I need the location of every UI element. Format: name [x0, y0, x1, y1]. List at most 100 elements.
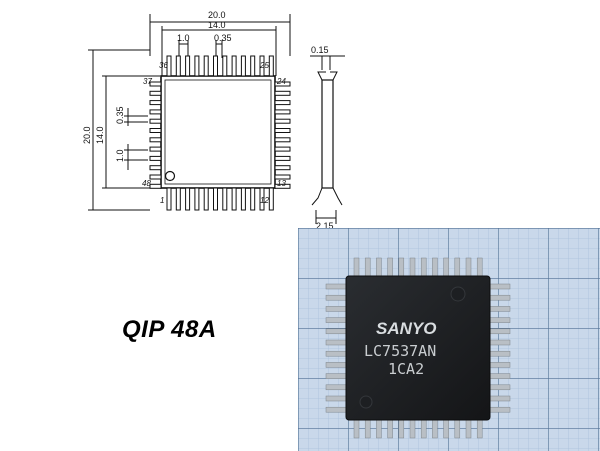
- photo-lead-right: [487, 362, 511, 368]
- dim-label-height: 2.15: [316, 221, 334, 230]
- lead-top: [259, 55, 265, 77]
- dim-label-pitch-side: 1.0: [115, 149, 125, 162]
- lead-right: [274, 155, 291, 161]
- lead-right: [274, 109, 291, 115]
- lead-bottom: [194, 187, 200, 211]
- lead-left: [149, 183, 162, 189]
- photo-lead-right: [487, 406, 511, 413]
- lead-right: [274, 137, 291, 143]
- photo-lead-bottom: [409, 417, 416, 439]
- pin1-marker: [164, 170, 176, 182]
- lead-bottom: [166, 187, 172, 211]
- lead-top: [213, 55, 218, 77]
- package-name: QIP 48A: [122, 316, 217, 343]
- lead-left: [149, 109, 162, 115]
- lead-right: [274, 128, 291, 133]
- photo-lead-left: [325, 350, 349, 357]
- photo-lead-left: [325, 306, 349, 312]
- dim-label-overall: 20.0: [208, 10, 226, 20]
- lead-top: [231, 55, 237, 77]
- photo-lead-left: [325, 395, 349, 402]
- photo-lead-left: [325, 384, 349, 391]
- lead-left: [149, 90, 162, 96]
- dim-label-lead-thickness: 0.15: [311, 45, 329, 55]
- pin-label-37: 37: [143, 77, 152, 86]
- photo-lead-top: [353, 257, 360, 279]
- pin-label-1: 1: [160, 196, 164, 205]
- photo-lead-right: [487, 283, 511, 290]
- photo-lead-right: [487, 339, 511, 346]
- lead-top: [250, 55, 256, 77]
- lead-left: [149, 146, 162, 152]
- pin-label-25: 25: [259, 61, 269, 70]
- chip-lot-code: 1CA2: [388, 360, 424, 378]
- photo-lead-left: [325, 294, 349, 301]
- lead-top: [194, 55, 200, 77]
- photo-lead-left: [325, 362, 349, 368]
- photo-lead-bottom: [364, 417, 371, 439]
- photo-lead-bottom: [387, 417, 393, 439]
- photo-lead-left: [325, 406, 349, 413]
- photo-lead-top: [398, 257, 405, 279]
- lead-right: [274, 118, 291, 124]
- photo-lead-right: [487, 317, 511, 323]
- lead-bottom: [203, 187, 209, 211]
- photo-lead-left: [325, 339, 349, 346]
- photo-lead-right: [487, 384, 511, 391]
- photo-lead-bottom: [432, 417, 438, 439]
- lead-bottom: [185, 187, 191, 211]
- chip-body: [345, 275, 491, 421]
- photo-lead-top: [376, 257, 382, 279]
- lead-left: [149, 155, 162, 161]
- lead-right: [274, 165, 291, 171]
- dim-label-body-side: 14.0: [95, 126, 105, 144]
- lead-bottom: [259, 187, 265, 211]
- photo-lead-left: [325, 317, 349, 323]
- lead-left: [149, 100, 162, 106]
- package-body-outline: [160, 75, 276, 189]
- photo-lead-top: [420, 257, 427, 279]
- photo-lead-top: [387, 257, 393, 279]
- lead-right: [274, 146, 291, 152]
- pin-label-36: 36: [159, 61, 168, 70]
- photo-lead-bottom: [353, 417, 360, 439]
- pin-label-13: 13: [277, 179, 286, 188]
- photo-lead-bottom: [454, 417, 461, 439]
- photo-lead-left: [325, 328, 349, 335]
- photo-lead-top: [443, 257, 449, 279]
- photo-lead-top: [465, 257, 472, 279]
- lead-left: [149, 165, 162, 171]
- lead-top: [240, 55, 246, 77]
- lead-right: [274, 183, 291, 189]
- photo-lead-top: [454, 257, 461, 279]
- lead-right: [274, 100, 291, 106]
- photo-lead-right: [487, 306, 511, 312]
- lead-bottom: [222, 187, 228, 211]
- photo-lead-bottom: [398, 417, 405, 439]
- lead-bottom: [231, 187, 237, 211]
- lead-left: [149, 128, 162, 133]
- lead-top: [268, 55, 274, 77]
- photo-lead-right: [487, 395, 511, 402]
- chip-brand-text: SANYO: [376, 319, 436, 338]
- photo-lead-right: [487, 350, 511, 357]
- dim-label-body: 14.0: [208, 20, 226, 30]
- lead-right: [274, 90, 291, 96]
- lead-right: [274, 174, 291, 180]
- dim-label-pitch: 1.0: [177, 33, 190, 43]
- chip-part-number: LC7537AN: [364, 342, 436, 360]
- photo-lead-top: [409, 257, 416, 279]
- lead-bottom: [250, 187, 256, 211]
- photo-lead-left: [325, 283, 349, 290]
- photo-lead-top: [364, 257, 371, 279]
- dim-label-overall-side: 20.0: [82, 126, 92, 144]
- photo-lead-right: [487, 328, 511, 335]
- chip-pin1-dimple: [359, 395, 373, 409]
- pin-label-12: 12: [260, 196, 269, 205]
- lead-left: [149, 81, 162, 87]
- lead-bottom: [268, 187, 274, 211]
- lead-left: [149, 118, 162, 124]
- photo-lead-right: [487, 294, 511, 301]
- photo-lead-bottom: [465, 417, 472, 439]
- photo-lead-bottom: [376, 417, 382, 439]
